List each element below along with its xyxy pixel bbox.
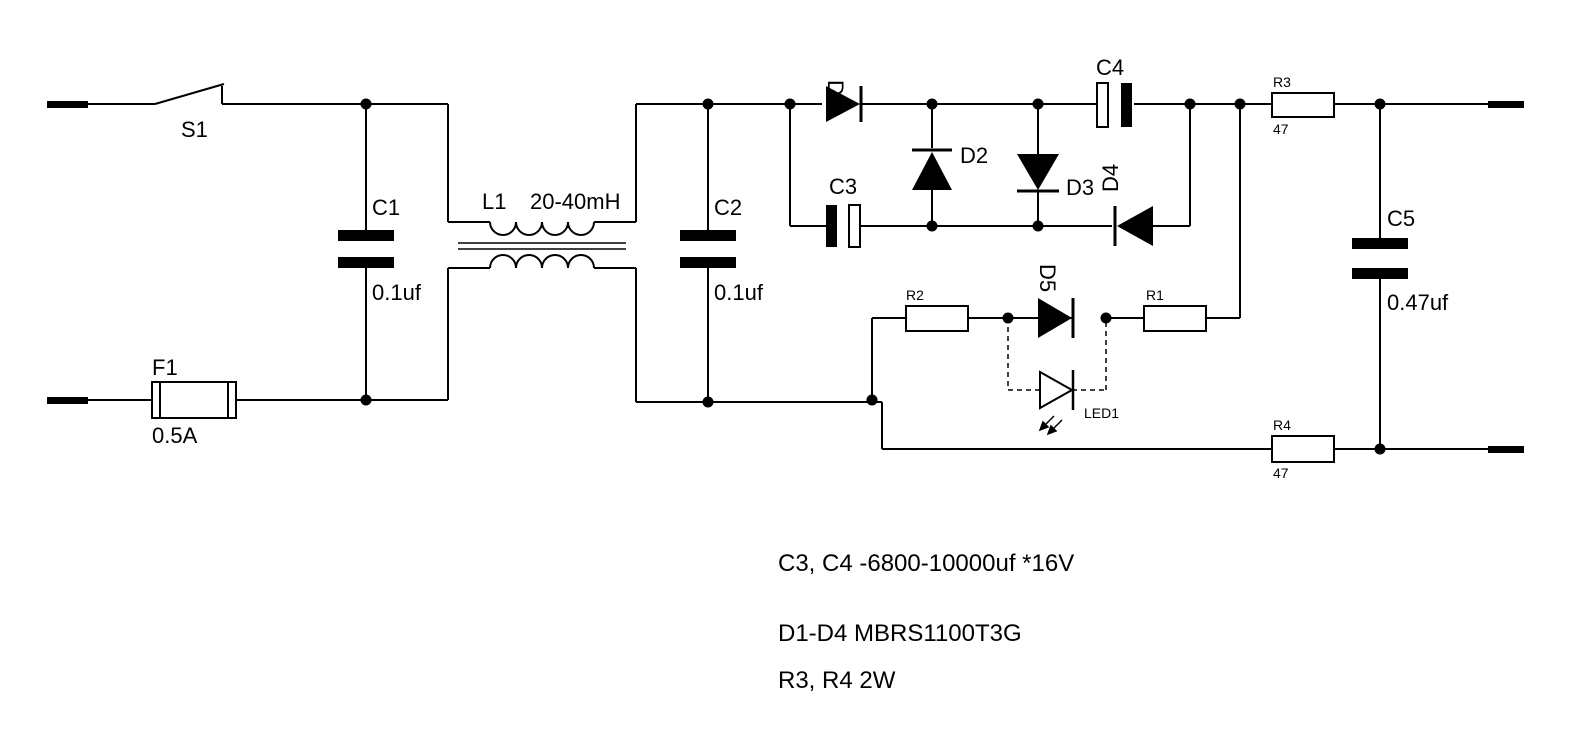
- c2-value: 0.1uf: [714, 280, 764, 305]
- junction-dots: [360, 98, 1386, 455]
- capacitor-c5: C5 0.47uf: [1352, 206, 1449, 315]
- f1-label: F1: [152, 355, 178, 380]
- c2-label: C2: [714, 195, 742, 220]
- l1-label: L1: [482, 189, 506, 214]
- wires: [88, 103, 1488, 450]
- d2-label: D2: [960, 143, 988, 168]
- inductor-l1: [458, 221, 626, 269]
- notes: C3, C4 -6800-10000uf *16V D1-D4 MBRS1100…: [778, 550, 1074, 694]
- capacitor-c2: C2 0.1uf: [680, 195, 764, 305]
- terminal-in-top: [47, 101, 88, 108]
- d3-label: D3: [1066, 175, 1094, 200]
- resistor-r3: R3 47: [1271, 74, 1335, 137]
- diode-d1: D1: [823, 80, 863, 122]
- diode-d3: D3: [1017, 154, 1094, 200]
- c1-label: C1: [372, 195, 400, 220]
- r4-value: 47: [1273, 465, 1289, 481]
- capacitor-c4: C4: [1096, 55, 1132, 128]
- resistor-r2: R2: [905, 287, 969, 332]
- s1-label: S1: [181, 117, 208, 142]
- fuse-f1: F1 0.5A: [151, 355, 237, 448]
- resistor-r1: R1: [1143, 287, 1207, 332]
- c4-label: C4: [1096, 55, 1124, 80]
- d1-label: D1: [823, 80, 848, 108]
- note-resistors: R3, R4 2W: [778, 667, 896, 694]
- capacitor-c1: C1 0.1uf: [338, 195, 422, 305]
- d4-label: D4: [1098, 164, 1123, 192]
- f1-value: 0.5A: [152, 423, 198, 448]
- diode-d4: D4: [1098, 164, 1153, 246]
- resistor-r4: R4 47: [1271, 417, 1335, 481]
- diode-d2: D2: [912, 143, 988, 190]
- terminals: [47, 101, 1524, 453]
- r1-label: R1: [1146, 287, 1164, 303]
- r4-label: R4: [1273, 417, 1291, 433]
- capacitor-c3: C3: [826, 174, 861, 248]
- switch-s1: S1: [154, 83, 225, 142]
- r2-label: R2: [906, 287, 924, 303]
- terminal-out-bottom: [1488, 446, 1524, 453]
- c5-value: 0.47uf: [1387, 290, 1449, 315]
- note-capacitors: C3, C4 -6800-10000uf *16V: [778, 550, 1074, 577]
- r3-label: R3: [1273, 74, 1291, 90]
- c3-label: C3: [829, 174, 857, 199]
- note-diodes: D1-D4 MBRS1100T3G: [778, 620, 1022, 647]
- d5-label: D5: [1035, 264, 1060, 292]
- led-led1: LED1: [1038, 370, 1119, 436]
- led1-label: LED1: [1084, 405, 1119, 421]
- c1-value: 0.1uf: [372, 280, 422, 305]
- terminal-out-top: [1488, 101, 1524, 108]
- r3-value: 47: [1273, 121, 1289, 137]
- terminal-in-bottom: [47, 397, 88, 404]
- light-emission-arrows-icon: [1038, 415, 1063, 436]
- c5-label: C5: [1387, 206, 1415, 231]
- l1-value: 20-40mH: [530, 189, 620, 214]
- led1-dashed-branch: [1007, 318, 1107, 391]
- diode-d5: D5: [1035, 264, 1075, 338]
